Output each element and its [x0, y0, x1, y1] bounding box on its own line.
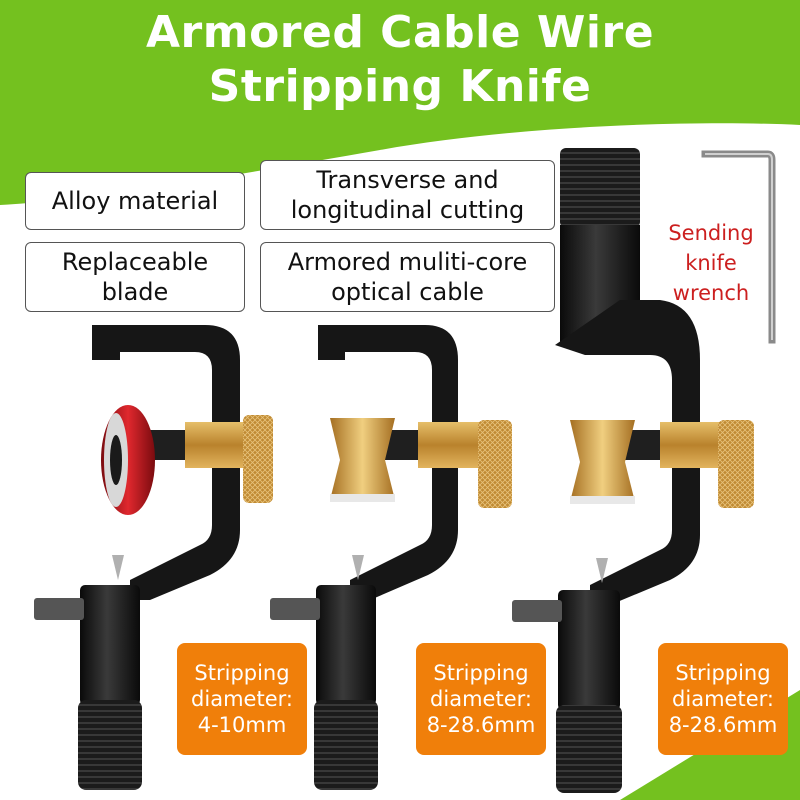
feature-text-line-1: Armored muliti-core [287, 248, 528, 276]
spec-line-2: diameter: [672, 687, 774, 711]
feature-text-line-1: Replaceable [61, 248, 209, 276]
page-title: Armored Cable Wire Stripping Knife [0, 6, 800, 114]
hex-wrench [701, 150, 776, 344]
feature-box-cutting: Transverse and longitudinal cutting [260, 160, 555, 230]
spec-line-1: Stripping [433, 661, 529, 685]
stripper-tool-1 [34, 325, 273, 790]
feature-text-line-2: longitudinal cutting [290, 196, 525, 224]
spec-line-1: Stripping [194, 661, 290, 685]
spec-value: 8-28.6mm [426, 713, 536, 737]
feature-text-line-2: blade [101, 278, 169, 306]
stripper-tool-3 [512, 148, 754, 793]
spec-badge-tool-1: Stripping diameter: 4-10mm [177, 643, 307, 755]
accessory-label: Sending knife wrench [655, 218, 767, 308]
accessory-line-3: wrench [672, 281, 750, 305]
feature-text-line-1: Alloy material [51, 187, 219, 215]
feature-text-line-1: Transverse and [316, 166, 499, 194]
feature-text-line-2: optical cable [331, 278, 484, 306]
spec-line-2: diameter: [430, 687, 532, 711]
feature-box-optical-cable: Armored muliti-core optical cable [260, 242, 555, 312]
title-line-2: Stripping Knife [208, 61, 592, 112]
spec-value: 8-28.6mm [668, 713, 778, 737]
feature-box-replaceable-blade: Replaceable blade [25, 242, 245, 312]
spec-badge-tool-2: Stripping diameter: 8-28.6mm [416, 643, 546, 755]
stripper-tool-2 [270, 325, 512, 790]
spec-line-1: Stripping [675, 661, 771, 685]
green-header-band [0, 0, 800, 205]
spec-badge-tool-3: Stripping diameter: 8-28.6mm [658, 643, 788, 755]
accessory-line-1: Sending [668, 221, 754, 245]
spec-value: 4-10mm [197, 713, 287, 737]
title-line-1: Armored Cable Wire [145, 7, 655, 58]
spec-line-2: diameter: [191, 687, 293, 711]
feature-box-alloy-material: Alloy material [25, 172, 245, 230]
accessory-line-2: knife [685, 251, 737, 275]
